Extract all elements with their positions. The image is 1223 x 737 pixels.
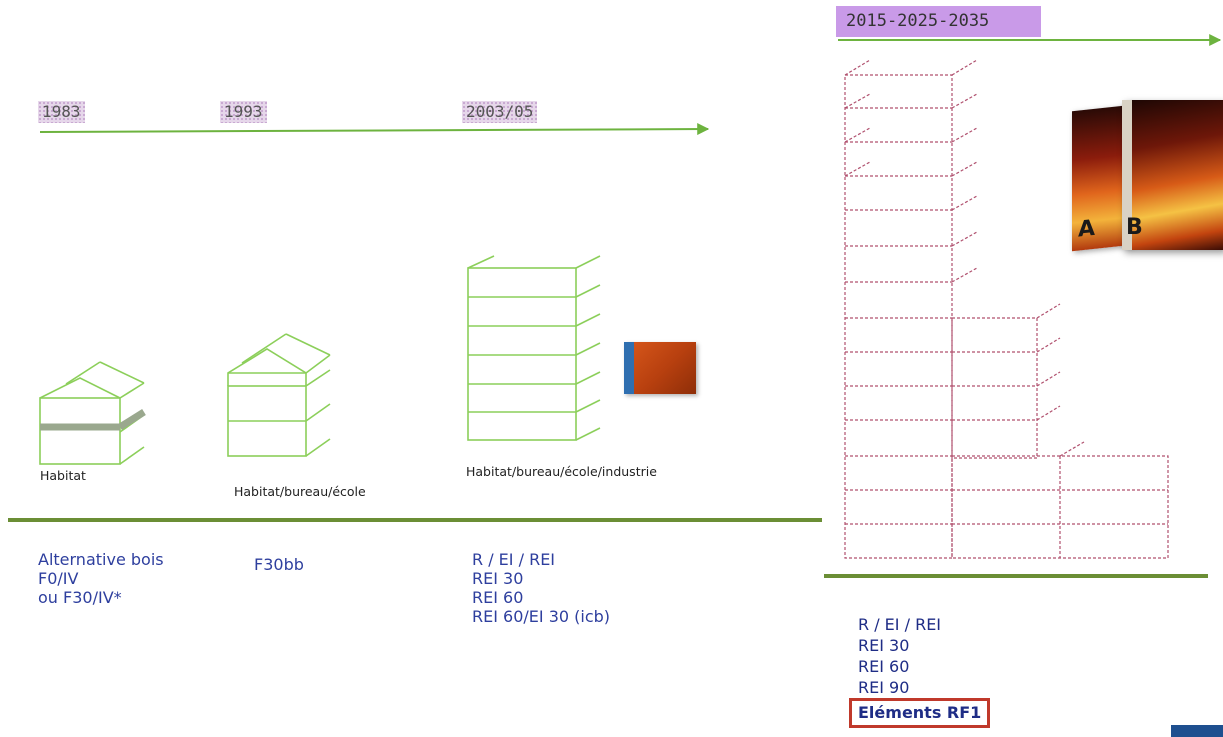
requirement-line: R / EI / REI — [858, 615, 942, 634]
book-volume-b-icon: B — [1122, 100, 1223, 250]
year-label-2015-2035: 2015-2025-2035 — [836, 6, 1041, 37]
building-1983-icon — [39, 361, 146, 465]
requirement-line: REI 60/EI 30 (icb) — [472, 607, 611, 626]
requirement-line: REI 60 — [858, 657, 910, 676]
building-future-icon — [844, 59, 1169, 559]
requirement-line: F30bb — [254, 555, 304, 574]
requirement-line: REI 30 — [472, 569, 524, 588]
requirements-1993: F30bb — [254, 555, 304, 574]
slide-corner-accent — [1171, 725, 1223, 737]
caption-1983: Habitat — [40, 468, 86, 483]
rf1-highlight-box: Eléments RF1 — [849, 698, 991, 728]
requirements-2015: R / EI / REI REI 30 REI 60 REI 90 Elémen… — [849, 614, 991, 728]
requirement-line: Alternative bois — [38, 550, 164, 569]
timeline-arrow-past — [39, 123, 710, 136]
caption-2003: Habitat/bureau/école/industrie — [466, 464, 657, 479]
requirements-1983: Alternative bois F0/IV ou F30/IV* — [38, 550, 164, 607]
year-label-1983: 1983 — [38, 101, 85, 123]
book-letter-a: A — [1078, 215, 1096, 243]
requirement-line: REI 60 — [472, 588, 524, 607]
caption-1993: Habitat/bureau/école — [234, 484, 366, 499]
fire-regulation-book-icon — [624, 342, 696, 394]
requirement-line: ou F30/IV* — [38, 588, 122, 607]
building-1993-icon — [227, 333, 331, 457]
building-2003-icon — [467, 255, 601, 441]
year-label-1993: 1993 — [220, 101, 267, 123]
requirement-line: F0/IV — [38, 569, 79, 588]
requirements-2003: R / EI / REI REI 30 REI 60 REI 60/EI 30 … — [472, 550, 610, 626]
requirement-line: REI 30 — [858, 636, 910, 655]
book-letter-b: B — [1126, 215, 1143, 240]
requirement-line: REI 90 — [858, 678, 910, 697]
year-label-2003: 2003/05 — [462, 101, 538, 123]
requirement-line: R / EI / REI — [472, 550, 556, 569]
